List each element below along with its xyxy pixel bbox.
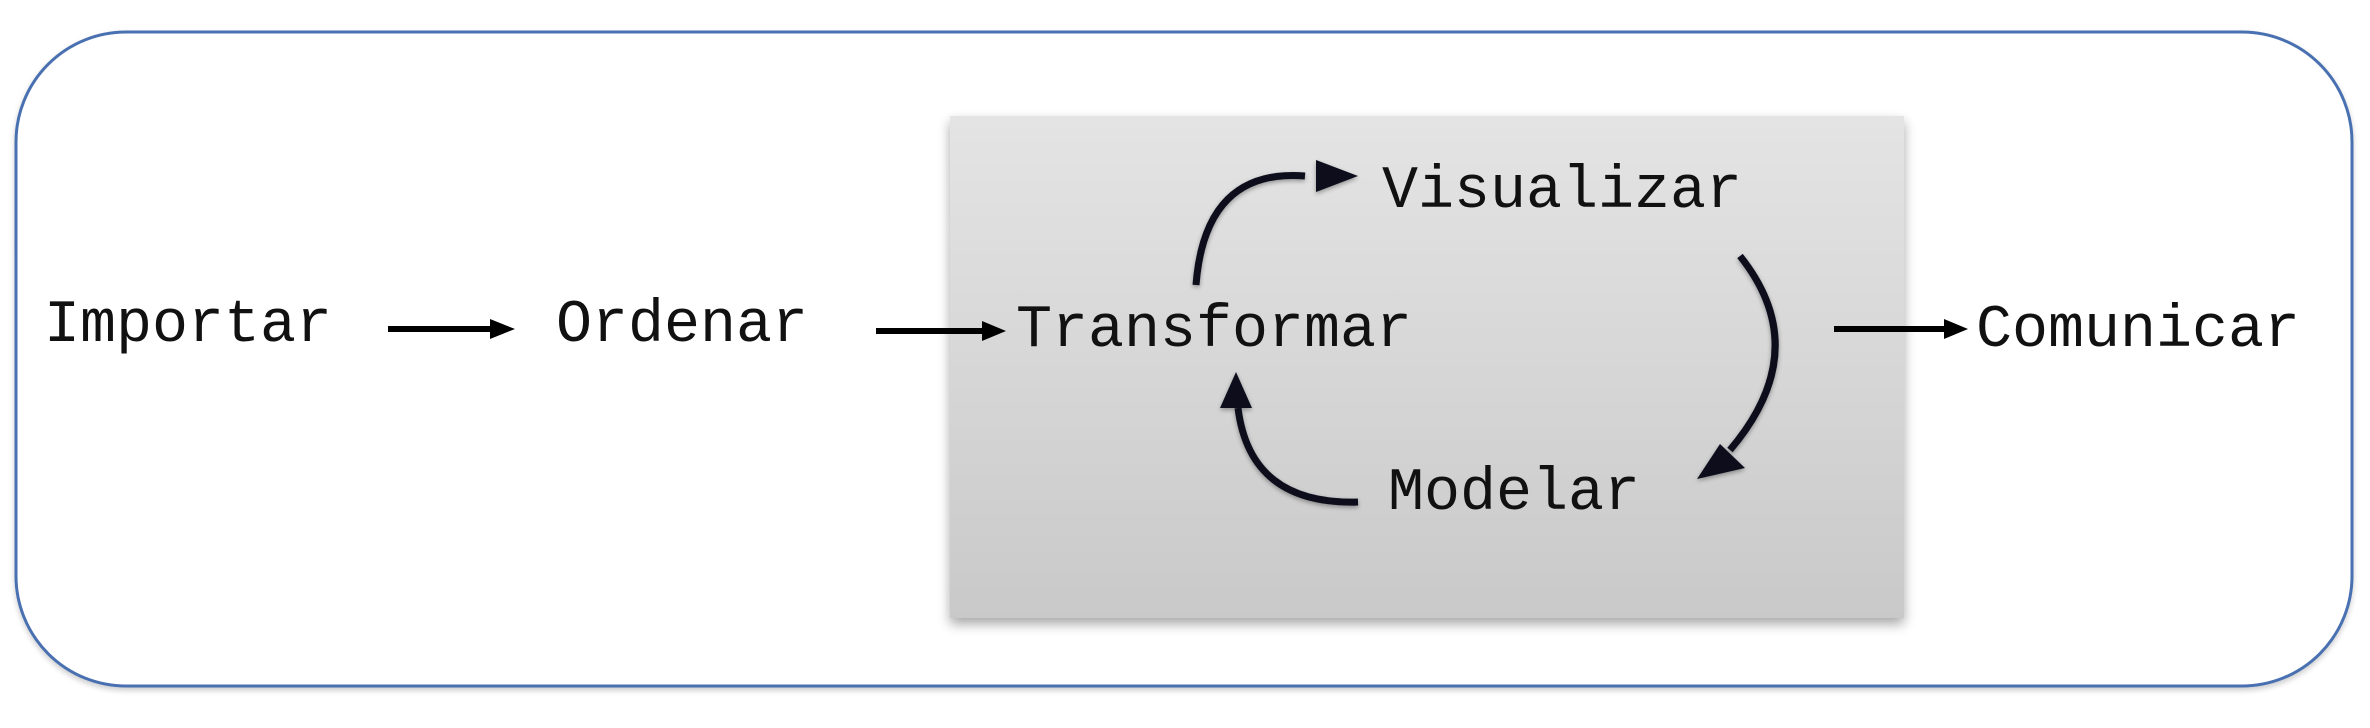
node-import: Importar <box>44 292 332 360</box>
arrow-import-to-tidy <box>388 319 515 339</box>
node-model: Modelar <box>1388 460 1640 528</box>
node-tidy: Ordenar <box>556 292 808 360</box>
arrow-panel-to-communicate <box>1834 319 1968 339</box>
node-visualize: Visualizar <box>1382 158 1742 226</box>
node-transform: Transformar <box>1016 297 1412 365</box>
arrow-visualize-to-model <box>1697 253 1779 479</box>
iteration-panel <box>950 116 1904 618</box>
arrow-model-to-transform <box>1220 372 1359 506</box>
arrow-transform-to-visualize <box>1192 160 1358 286</box>
node-communicate: Comunicar <box>1976 297 2300 365</box>
arrow-tidy-to-transform <box>876 321 1006 341</box>
